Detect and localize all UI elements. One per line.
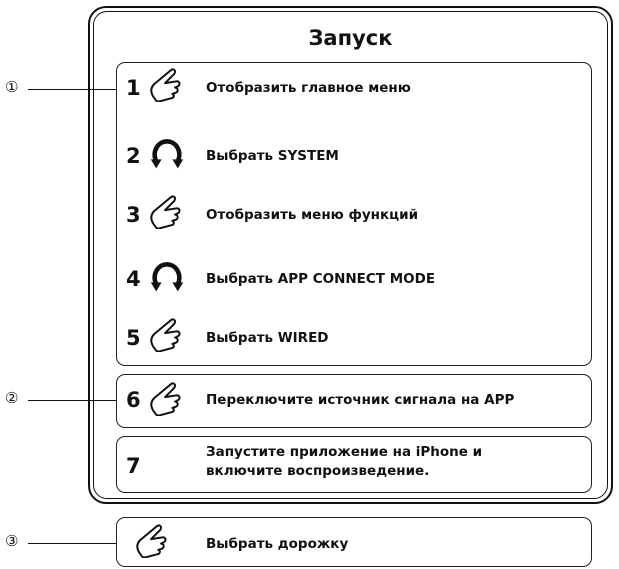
track-select-box bbox=[116, 517, 592, 567]
rotate-knob-icon bbox=[148, 136, 186, 172]
callout-2: ② bbox=[5, 389, 19, 407]
tap-hand-icon bbox=[146, 66, 186, 102]
track-select-label: Выбрать дорожку bbox=[206, 536, 349, 552]
steps-1-5-box bbox=[116, 62, 592, 366]
step-6-number: 6 bbox=[126, 388, 141, 412]
step-1-label: Отобразить главное меню bbox=[206, 80, 411, 96]
step-2-label: Выбрать SYSTEM bbox=[206, 148, 339, 164]
step-2-number: 2 bbox=[126, 144, 141, 168]
step-7-label-line1: Запустите приложение на iPhone и bbox=[206, 444, 483, 460]
tap-hand-icon bbox=[132, 522, 172, 558]
callout-1-leader bbox=[28, 89, 116, 90]
step-5-number: 5 bbox=[126, 326, 141, 350]
rotate-knob-icon bbox=[148, 259, 186, 295]
step-4-label: Выбрать APP CONNECT MODE bbox=[206, 271, 436, 287]
step-7-label-line2: включите воспроизведение. bbox=[206, 463, 430, 479]
callout-3: ③ bbox=[5, 532, 19, 550]
step-6-label: Переключите источник сигнала на APP bbox=[206, 392, 515, 408]
step-4-number: 4 bbox=[126, 267, 141, 291]
step-7-number: 7 bbox=[126, 454, 141, 478]
tap-hand-icon bbox=[146, 316, 186, 352]
step-3-number: 3 bbox=[126, 203, 141, 227]
callout-2-leader bbox=[28, 400, 116, 401]
step-6-box bbox=[116, 374, 592, 428]
startup-inner-frame bbox=[93, 11, 608, 499]
step-7-box bbox=[116, 436, 592, 493]
step-5-label: Выбрать WIRED bbox=[206, 330, 329, 346]
step-3-label: Отобразить меню функций bbox=[206, 207, 419, 223]
tap-hand-icon bbox=[146, 380, 186, 416]
page-title: Запуск bbox=[308, 26, 393, 50]
startup-outer-frame bbox=[88, 6, 613, 504]
callout-3-leader bbox=[28, 543, 116, 544]
callout-1: ① bbox=[5, 78, 19, 96]
tap-hand-icon bbox=[146, 193, 186, 229]
step-1-number: 1 bbox=[126, 76, 141, 100]
